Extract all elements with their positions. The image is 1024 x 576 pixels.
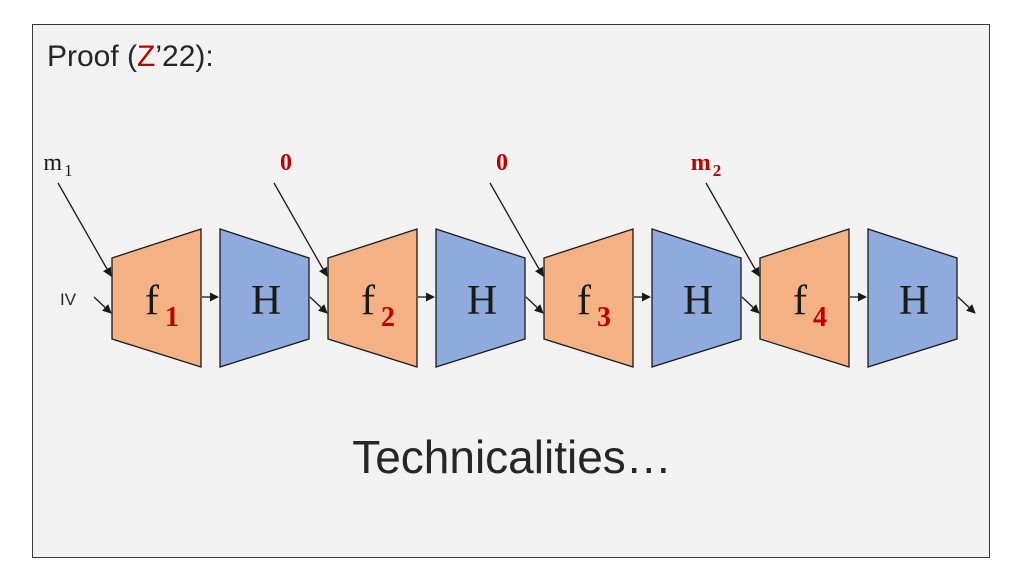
title-prefix: Proof ( (47, 40, 138, 73)
arrow-h-out-4 (957, 296, 976, 314)
h-label-1: H (251, 278, 281, 324)
arrow-h-out-3 (741, 296, 760, 314)
h-label-2: H (467, 278, 497, 324)
f-block-2 (327, 228, 418, 368)
h-block-4 (867, 228, 958, 368)
arrow-message-in-4 (705, 182, 760, 277)
h-block-3 (651, 228, 742, 368)
slide-title: Proof (Z’22): (47, 40, 214, 74)
f-block-3 (543, 228, 634, 368)
f-block-4 (759, 228, 850, 368)
arrow-message-in-1 (57, 182, 112, 277)
title-accent: Z (137, 40, 156, 73)
arrow-h-out-2 (525, 296, 544, 314)
h-label-4: H (899, 278, 929, 324)
h-block-1 (219, 228, 310, 368)
f-block-1 (111, 228, 202, 368)
message-label-3: 0 (496, 150, 508, 176)
arrow-message-in-3 (489, 182, 544, 277)
h-label-3: H (683, 278, 713, 324)
caption-technicalities: Technicalities… (352, 431, 672, 483)
title-suffix: ’22): (155, 40, 214, 73)
message-label-2: 0 (280, 150, 292, 176)
h-block-2 (435, 228, 526, 368)
iv-label: IV (60, 290, 77, 309)
arrow-h-out-1 (309, 296, 328, 314)
arrow-message-in-2 (273, 182, 328, 277)
arrow-iv-in (93, 296, 112, 314)
